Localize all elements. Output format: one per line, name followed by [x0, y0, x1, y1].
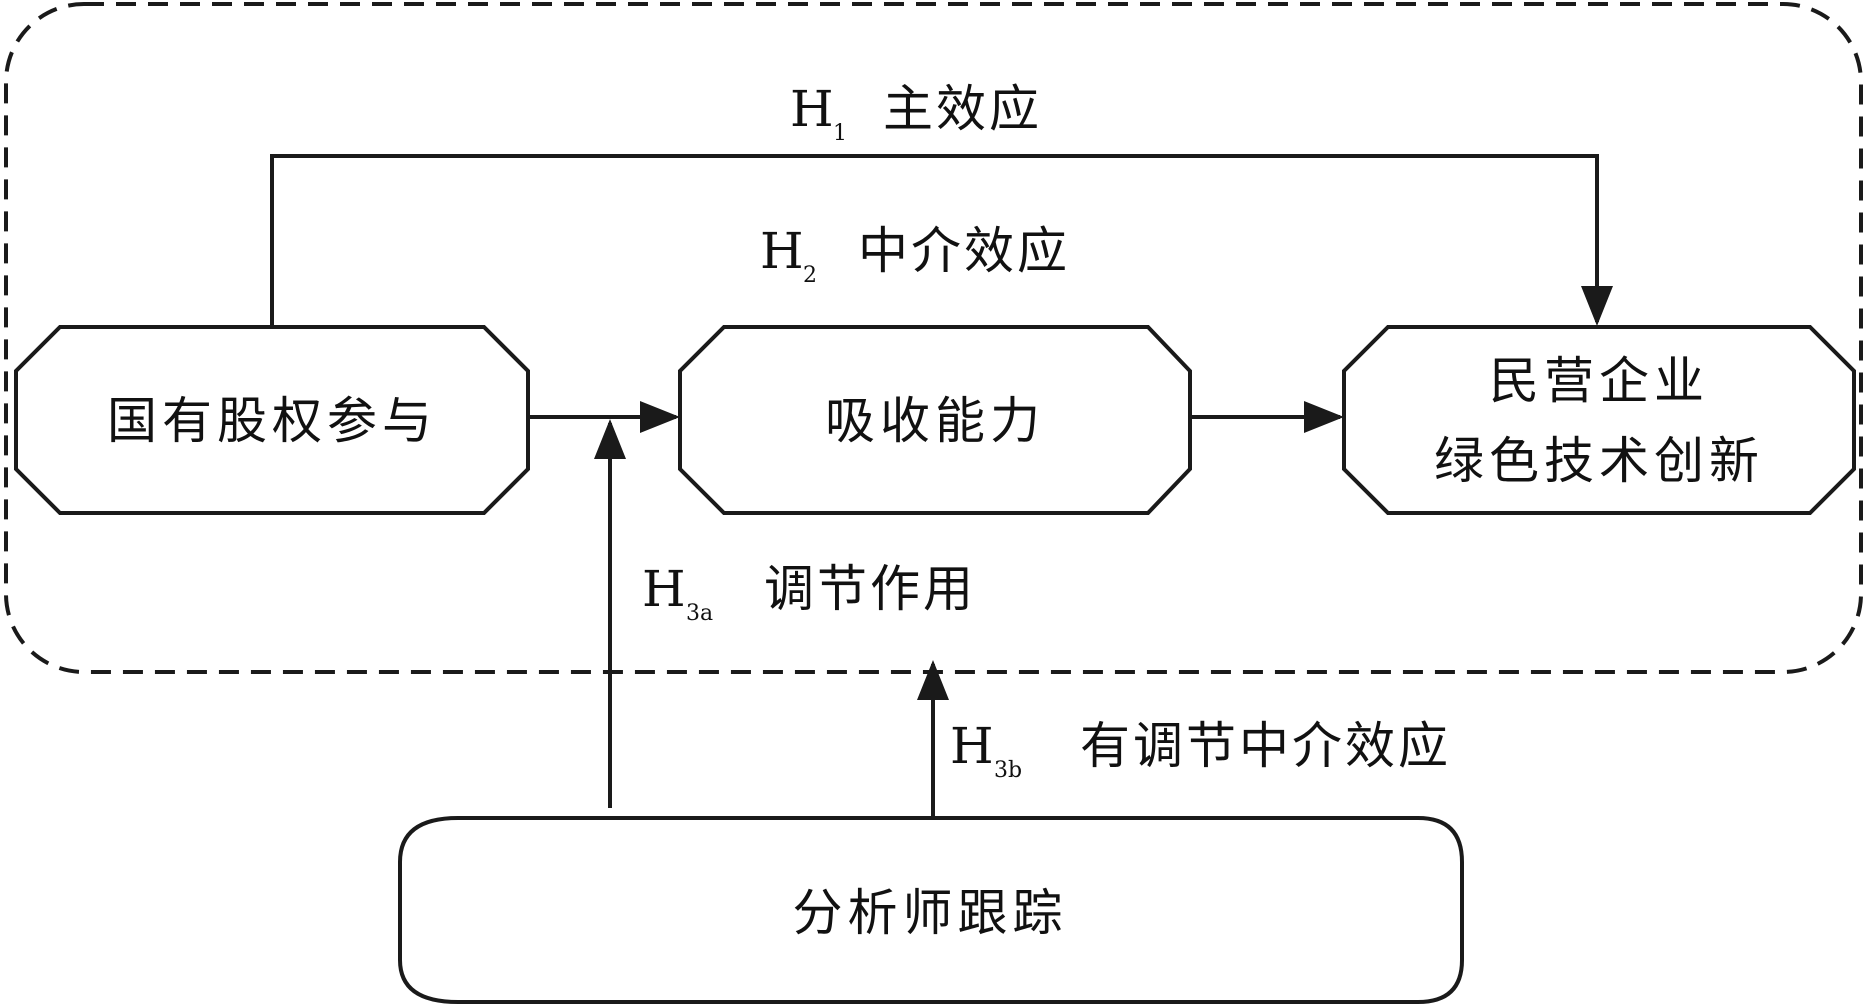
absorptive-capacity-label: 吸收能力: [825, 392, 1045, 450]
h3b-subscript: 3b: [994, 758, 1022, 783]
soe-equity-label: 国有股权参与: [107, 392, 437, 450]
soe-equity-node: [14, 325, 530, 515]
h1-label: 主效应: [883, 80, 1042, 138]
analyst-coverage-label: 分析师跟踪: [793, 884, 1068, 942]
h2-label: 中介效应: [858, 222, 1070, 280]
analyst-coverage-node: [398, 816, 1464, 1004]
h1-letter: H: [790, 80, 837, 138]
h3b-label: 有调节中介效应: [1080, 717, 1451, 775]
absorptive-capacity-node: [678, 325, 1192, 515]
h2-letter: H: [760, 222, 807, 280]
green-innovation-label-line2: 绿色技术创新: [1434, 432, 1764, 490]
h3a-subscript: 3a: [686, 601, 713, 626]
h3a-label: 调节作用: [764, 560, 976, 618]
h2-subscript: 2: [803, 263, 817, 288]
h1-main-effect-arrow: [270, 154, 1613, 327]
h3a-letter: H: [642, 560, 689, 618]
h1-subscript: 1: [833, 121, 847, 146]
green-innovation-node: [1342, 325, 1856, 515]
green-innovation-label-line1: 民营企业: [1489, 352, 1709, 410]
h3b-letter: H: [950, 717, 997, 775]
